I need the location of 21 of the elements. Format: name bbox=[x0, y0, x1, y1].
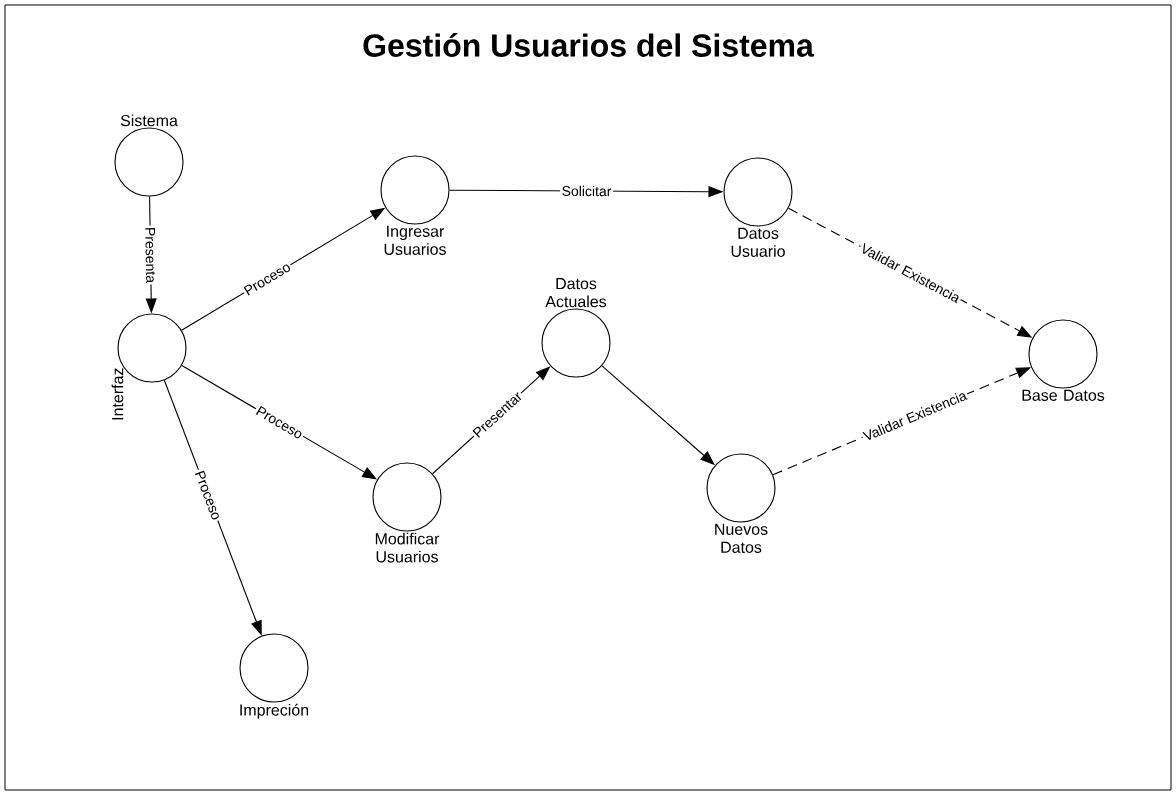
node-label: Datos Usuario bbox=[731, 227, 785, 257]
node-label: Interfaz bbox=[111, 368, 124, 420]
circle-node: Datos Actuales bbox=[541, 278, 611, 378]
node-label: Sistema bbox=[120, 114, 178, 127]
node-label: Ingresar Usuarios bbox=[384, 225, 446, 255]
circle-node: Interfaz bbox=[111, 313, 187, 420]
node-label: Datos Actuales bbox=[545, 278, 607, 308]
circle-node: Nuevos Datos bbox=[706, 453, 776, 553]
edge-label: Solicitar bbox=[560, 184, 613, 198]
node-label: Nuevos Datos bbox=[715, 523, 768, 553]
circle-node: Impreción bbox=[239, 633, 309, 719]
circle-node: Modificar Usuarios bbox=[372, 462, 442, 563]
node-label: Modificar Usuarios bbox=[375, 532, 440, 563]
node-label: Base Datos bbox=[1022, 389, 1105, 401]
edge-label: Presenta bbox=[143, 225, 158, 285]
title: Gestión Usuarios del Sistema bbox=[363, 33, 815, 57]
circle-node: Ingresar Usuarios bbox=[380, 155, 450, 255]
circle-node: Sistema bbox=[114, 114, 184, 197]
circle-node: Base Datos bbox=[1022, 319, 1105, 401]
node-label: Impreción bbox=[240, 703, 309, 719]
circle-node: Datos Usuario bbox=[723, 157, 793, 257]
